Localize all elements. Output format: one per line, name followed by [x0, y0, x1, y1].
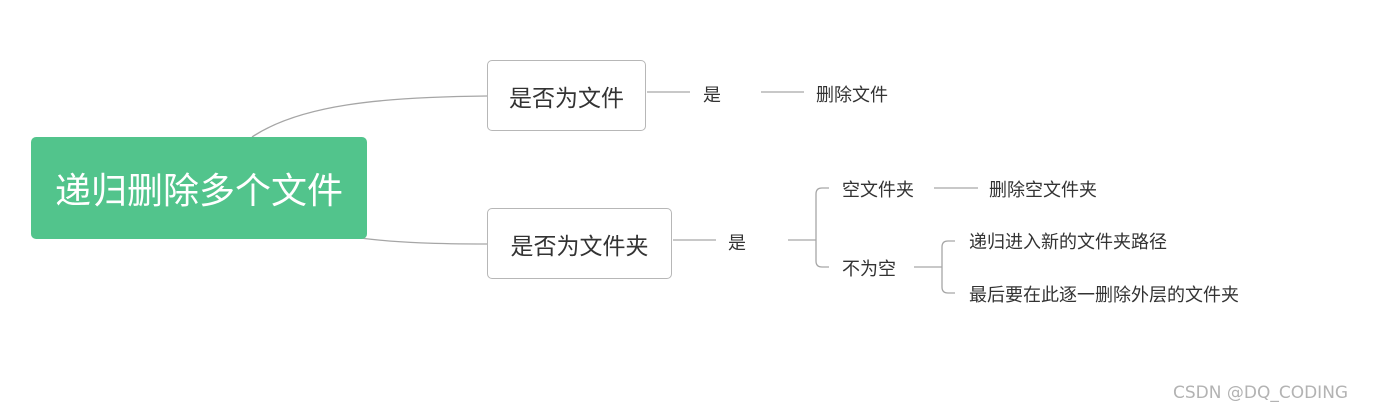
connector-root-to-file	[251, 95, 488, 138]
node-is-folder[interactable]: 是否为文件夹	[487, 208, 672, 279]
node-is-folder-label: 是否为文件夹	[510, 233, 649, 260]
node-folder-yes[interactable]: 是	[728, 233, 746, 254]
node-is-file-label: 是否为文件	[509, 85, 624, 112]
root-node[interactable]: 递归删除多个文件	[31, 137, 367, 239]
node-empty-folder[interactable]: 空文件夹	[842, 180, 914, 201]
node-delete-file[interactable]: 删除文件	[816, 85, 888, 106]
node-file-yes[interactable]: 是	[703, 85, 721, 106]
node-recurse-into-folder[interactable]: 递归进入新的文件夹路径	[969, 232, 1167, 253]
bracket-folder-cases	[815, 187, 829, 268]
watermark: CSDN @DQ_CODING	[1173, 383, 1349, 403]
node-is-file[interactable]: 是否为文件	[487, 60, 646, 131]
root-label: 递归删除多个文件	[54, 171, 343, 212]
node-not-empty[interactable]: 不为空	[842, 259, 896, 280]
node-delete-empty-folder[interactable]: 删除空文件夹	[989, 180, 1097, 201]
connector-root-to-folder	[359, 237, 488, 245]
node-delete-outer-folders[interactable]: 最后要在此逐一删除外层的文件夹	[969, 285, 1239, 306]
bracket-notempty-steps	[941, 240, 955, 294]
